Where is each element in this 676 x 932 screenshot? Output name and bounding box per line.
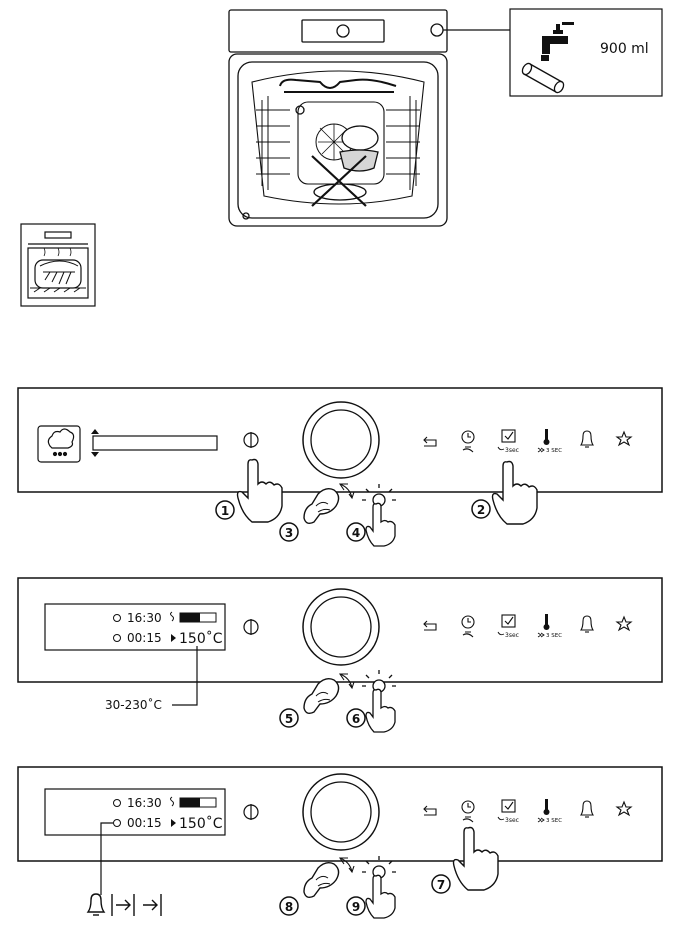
svg-text:3sec: 3sec bbox=[505, 447, 519, 454]
star-icon bbox=[615, 800, 633, 817]
step-marker-1: 1 bbox=[215, 500, 235, 520]
bell-icon bbox=[86, 893, 106, 916]
svg-text:8: 8 bbox=[285, 900, 293, 914]
display-window bbox=[44, 788, 226, 836]
rotate-arrow-icon bbox=[339, 857, 353, 873]
pressing-knob-hand-3 bbox=[362, 856, 396, 919]
back-arrow-icon bbox=[423, 436, 437, 447]
svg-text:6: 6 bbox=[352, 712, 360, 726]
oven-illustration bbox=[228, 9, 448, 227]
clock-icon bbox=[113, 614, 121, 622]
timer-icon bbox=[461, 430, 475, 453]
water-drawer-icon bbox=[430, 23, 444, 37]
selector-arrow-icon bbox=[171, 634, 176, 642]
end-arrow-icon bbox=[143, 894, 162, 916]
water-tube-icon bbox=[521, 62, 565, 94]
water-amount: 900 ml bbox=[600, 41, 649, 57]
temperature-value: 150˚C bbox=[179, 630, 223, 647]
pressing-hand-2 bbox=[491, 460, 538, 525]
end-arrow-bar-icon bbox=[111, 894, 135, 916]
svg-text:2: 2 bbox=[477, 503, 485, 517]
svg-text:3sec: 3sec bbox=[505, 817, 519, 824]
pressing-hand-1 bbox=[236, 458, 283, 523]
thermometer-icon bbox=[537, 799, 550, 823]
oven-display bbox=[301, 19, 385, 43]
pressing-hand-3 bbox=[452, 826, 499, 891]
pressing-knob-hand-1 bbox=[362, 484, 396, 547]
cooking-duration: 00:15 bbox=[127, 631, 162, 645]
check-hold-icon bbox=[497, 614, 516, 636]
svg-text:9: 9 bbox=[352, 900, 360, 914]
thermometer-icon bbox=[537, 429, 550, 453]
control-panel-3: 16:30 00:15 150˚C 3sec 3 bbox=[17, 766, 663, 919]
svg-text:1: 1 bbox=[221, 504, 229, 518]
svg-text:3 SEC: 3 SEC bbox=[546, 818, 562, 824]
svg-text:4: 4 bbox=[352, 526, 360, 540]
rotary-knob bbox=[302, 588, 380, 666]
back-arrow-icon bbox=[423, 805, 437, 816]
step-marker-8: 8 bbox=[279, 896, 299, 916]
temperature-range: 30-230˚C bbox=[105, 697, 162, 712]
bell-icon bbox=[579, 430, 595, 448]
step-marker-9: 9 bbox=[346, 896, 366, 916]
svg-text:5: 5 bbox=[285, 712, 293, 726]
rotary-knob bbox=[302, 773, 380, 851]
time-of-day: 16:30 bbox=[127, 611, 162, 625]
heat-indicator-icon bbox=[170, 796, 174, 807]
svg-text:3sec: 3sec bbox=[505, 632, 519, 639]
bell-icon bbox=[579, 800, 595, 818]
time-of-day: 16:30 bbox=[127, 796, 162, 810]
control-panel-1: 3sec 3 SEC 1 3 bbox=[17, 387, 663, 547]
rotate-arrow-icon bbox=[339, 483, 353, 499]
faucet-icon bbox=[541, 22, 574, 61]
rotary-knob bbox=[302, 401, 380, 479]
step-marker-5: 5 bbox=[279, 708, 299, 728]
steam-dish-icon bbox=[20, 223, 96, 307]
power-icon bbox=[243, 619, 259, 635]
step-marker-2: 2 bbox=[471, 499, 491, 519]
turning-hand-2 bbox=[303, 677, 340, 715]
steam-cloud-icon bbox=[47, 428, 75, 457]
temperature-value: 150˚C bbox=[179, 815, 223, 832]
power-icon bbox=[243, 804, 259, 820]
rotate-arrow-icon bbox=[339, 673, 353, 689]
pressing-knob-hand-2 bbox=[362, 670, 396, 733]
bell-icon bbox=[579, 615, 595, 633]
oven-knob bbox=[336, 24, 350, 38]
svg-text:3 SEC: 3 SEC bbox=[546, 448, 562, 454]
timer-icon bbox=[461, 800, 475, 823]
star-icon bbox=[615, 615, 633, 632]
svg-text:7: 7 bbox=[437, 878, 445, 892]
control-panel-2: 16:30 00:15 150˚C 30-230˚C 3sec bbox=[17, 577, 663, 733]
water-callout: 900 ml bbox=[443, 8, 663, 97]
step-marker-3: 3 bbox=[279, 522, 299, 542]
check-hold-icon bbox=[497, 799, 516, 821]
cooking-duration: 00:15 bbox=[127, 816, 162, 830]
svg-text:3 SEC: 3 SEC bbox=[546, 633, 562, 639]
duration-icon bbox=[113, 819, 121, 827]
back-arrow-icon bbox=[423, 620, 437, 631]
turning-hand-3 bbox=[303, 861, 340, 899]
step-marker-7: 7 bbox=[431, 874, 451, 894]
turning-hand-1 bbox=[303, 487, 340, 525]
display-window bbox=[44, 603, 226, 651]
thermometer-icon bbox=[537, 614, 550, 638]
step-marker-4: 4 bbox=[346, 522, 366, 542]
star-icon bbox=[615, 430, 633, 447]
end-action-symbols bbox=[86, 893, 162, 916]
clock-icon bbox=[113, 799, 121, 807]
selector-arrow-icon bbox=[171, 819, 176, 827]
svg-text:3: 3 bbox=[285, 526, 293, 540]
heat-indicator-icon bbox=[170, 611, 174, 622]
timer-icon bbox=[461, 615, 475, 638]
check-hold-icon bbox=[497, 429, 516, 451]
power-icon bbox=[243, 432, 259, 448]
duration-icon bbox=[113, 634, 121, 642]
step-marker-6: 6 bbox=[346, 708, 366, 728]
